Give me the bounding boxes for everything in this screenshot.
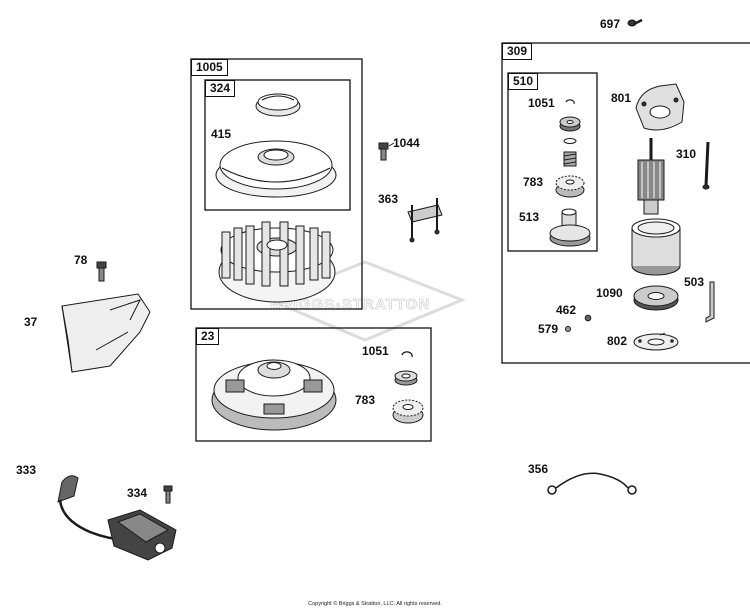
bolt-78-icon	[96, 261, 107, 282]
part-label-1090: 1090	[596, 286, 623, 300]
spring-510-icon	[563, 151, 577, 167]
part-label-513: 513	[519, 210, 540, 224]
box-label-309: 309	[502, 43, 533, 60]
ground-wire-356-icon	[547, 472, 637, 495]
motor-housing-icon	[631, 218, 681, 276]
part-label-1051-510: 1051	[528, 96, 555, 110]
part-label-1044: 1044	[393, 136, 420, 150]
flywheel-23-icon	[211, 359, 337, 431]
screw-334-icon	[163, 485, 173, 504]
brush-holder-1090-icon	[633, 285, 679, 311]
nut-462-icon	[584, 314, 592, 322]
box-label-1005: 1005	[191, 59, 228, 76]
box-label-324: 324	[205, 80, 236, 97]
bolt-1044-icon	[378, 142, 389, 161]
armature-icon	[637, 138, 665, 215]
part-label-334: 334	[127, 486, 148, 500]
part-label-310: 310	[676, 147, 697, 161]
frame-309	[501, 42, 750, 364]
ring-1051-510-icon	[565, 99, 575, 105]
washer-579-icon	[565, 326, 571, 332]
frame-23	[195, 327, 432, 442]
frame-1005	[190, 58, 363, 310]
part-label-356: 356	[528, 462, 549, 476]
part-label-333: 333	[16, 463, 37, 477]
shroud-37-icon	[61, 293, 151, 373]
part-label-462: 462	[556, 303, 577, 317]
part-label-1051: 1051	[362, 344, 389, 358]
box-label-23: 23	[196, 328, 220, 345]
bracket-363-icon	[407, 198, 443, 243]
ignition-module-icon	[107, 509, 177, 561]
screw-697-icon	[627, 18, 643, 27]
part-label-783-510: 783	[523, 175, 544, 189]
frame-510	[507, 72, 598, 252]
gear-783-510-icon	[555, 175, 585, 198]
drive-513-icon	[549, 208, 591, 247]
part-label-801: 801	[611, 91, 632, 105]
fan-cover-415-icon	[215, 140, 337, 198]
cap-324-icon	[255, 93, 301, 117]
part-label-802: 802	[607, 334, 628, 348]
part-label-503: 503	[684, 275, 705, 289]
part-label-363: 363	[378, 192, 399, 206]
part-label-37: 37	[24, 315, 38, 329]
cap-510-icon	[559, 116, 581, 132]
washer-icon	[394, 370, 418, 386]
part-label-697: 697	[600, 17, 621, 31]
ring-1051-icon	[401, 351, 413, 358]
part-label-783: 783	[355, 393, 376, 407]
washer-510-icon	[563, 138, 577, 144]
part-label-415: 415	[211, 127, 232, 141]
frame-324	[204, 79, 351, 211]
end-cap-801-icon	[635, 83, 685, 131]
copyright-notice: Copyright © Briggs & Stratton, LLC. All …	[308, 601, 442, 607]
fan-icon	[218, 221, 336, 303]
part-label-78: 78	[74, 253, 88, 267]
box-label-510: 510	[508, 73, 539, 90]
gear-783-icon	[392, 399, 424, 424]
part-label-579: 579	[538, 322, 559, 336]
plate-802-icon	[633, 333, 679, 351]
long-bolt-310-icon	[702, 141, 710, 190]
strap-503-icon	[705, 281, 715, 323]
